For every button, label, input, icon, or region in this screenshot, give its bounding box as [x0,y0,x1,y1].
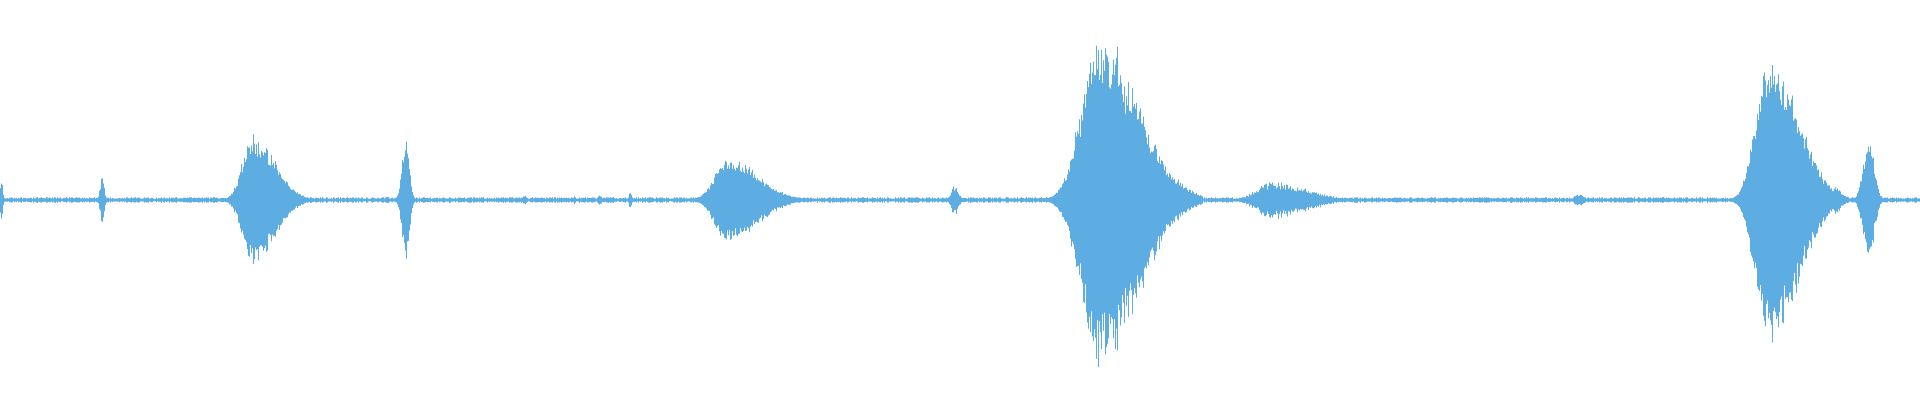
audio-waveform [0,45,1920,368]
waveform-chart [0,45,1920,368]
